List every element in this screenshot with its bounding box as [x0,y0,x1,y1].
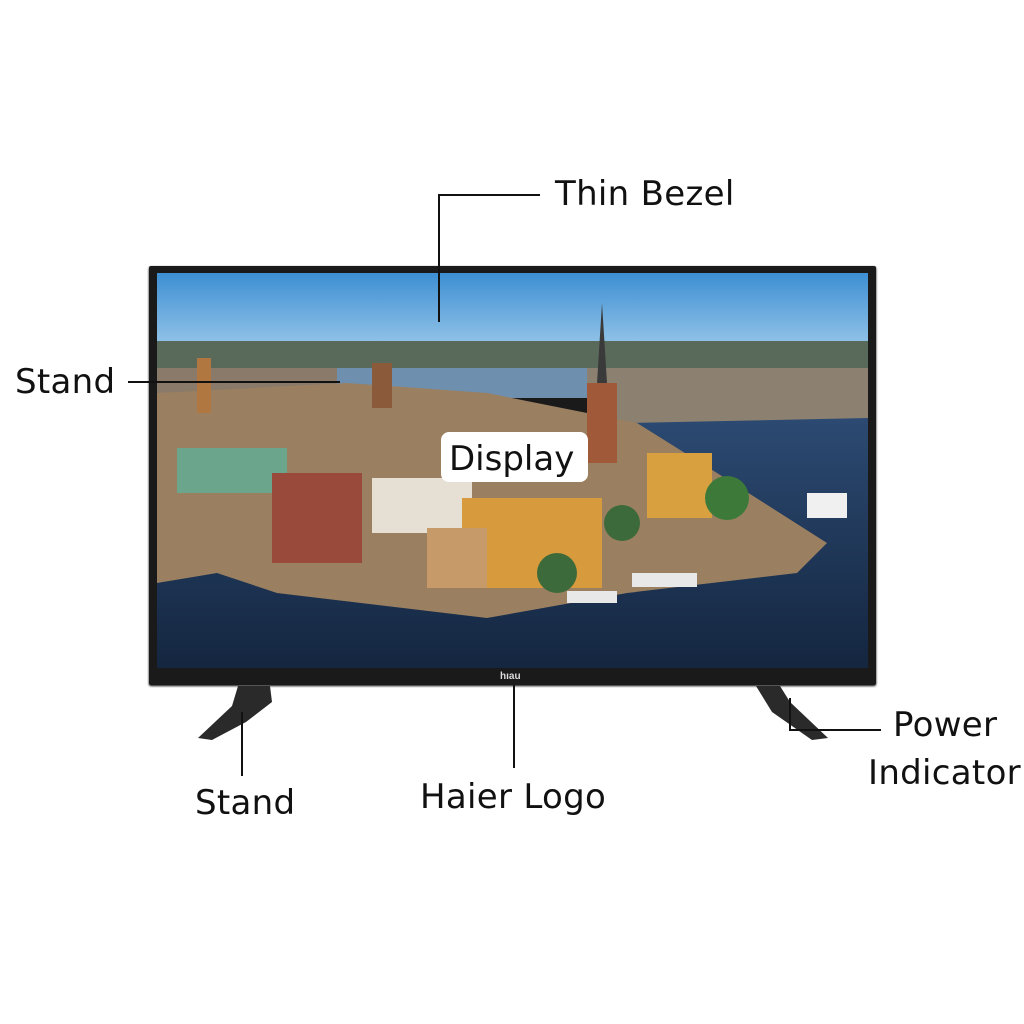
left-stand-leg [198,686,272,740]
stand-top-pointer-line [128,381,340,383]
power-indicator-label-line2: Indicator [868,753,1021,793]
stand-label-top: Stand [15,362,116,402]
display-label: Display [449,439,575,479]
thin-bezel-label: Thin Bezel [555,174,735,214]
right-stand-leg [756,686,828,740]
city-scene-image [157,273,868,668]
power-indicator-pointer-line-vertical [789,698,791,731]
thin-bezel-pointer-line-vertical [438,194,440,322]
haier-logo-label: Haier Logo [420,777,607,817]
tv-display-screen [157,273,868,668]
power-indicator-pointer-line [789,729,881,731]
display-label-box: Display [441,432,588,482]
haier-logo-pointer-line [513,685,515,768]
power-indicator-label-line1: Power [893,705,998,745]
stand-label-bottom: Stand [195,783,296,823]
haier-logo: hıau [500,671,521,682]
stand-bottom-pointer-line [241,712,243,776]
thin-bezel-pointer-line [438,194,540,196]
